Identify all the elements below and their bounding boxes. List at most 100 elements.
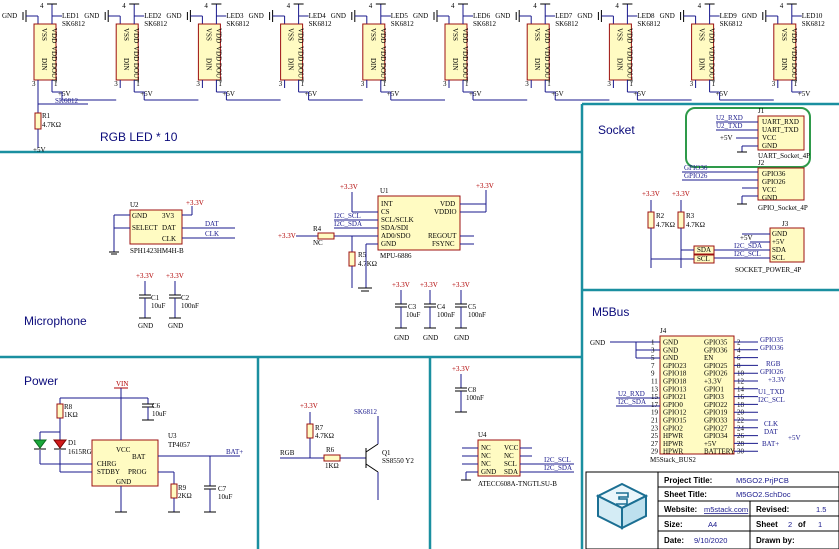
- led-vdd-label: VDD: [214, 28, 222, 43]
- j4-right-pin-5: +3.3V: [704, 378, 722, 386]
- u4-pin-7: NC: [504, 452, 514, 460]
- section-borders: [0, 102, 839, 549]
- led-5v-label: +5V: [633, 90, 646, 98]
- tb-sheet-label: Sheet Title:: [664, 490, 707, 499]
- r2-ref: R2: [656, 212, 665, 220]
- led-pin-1: 1: [136, 80, 140, 88]
- led-pin-3: 3: [690, 80, 694, 88]
- tb-total-value: 1: [818, 520, 822, 529]
- j4-left-pin-10: GPIO15: [663, 417, 687, 425]
- led-5v-label: +5V: [222, 90, 235, 98]
- section-title-microphone: Microphone: [24, 314, 87, 328]
- led-din-label: DIN: [287, 58, 295, 70]
- led-dout-label: VDD DOUT: [132, 46, 140, 83]
- led-pin-4: 4: [122, 2, 126, 10]
- c1-gnd: GND: [138, 322, 153, 330]
- j4-left-pin-8: GPIO0: [663, 401, 683, 409]
- led-pin-3: 3: [114, 80, 118, 88]
- j4-right-net-3: GPIO26: [760, 368, 784, 376]
- led-5v-label: +5V: [551, 90, 564, 98]
- led-ref: LED10: [802, 12, 823, 20]
- r8-value: 1KΩ: [64, 411, 78, 419]
- c4-value: 100nF: [437, 311, 455, 319]
- tb-project-value: M5GO2.PrjPCB: [736, 476, 789, 485]
- sk6812-net-label: SK6812: [55, 97, 78, 105]
- j2-gpio26-net: GPIO26: [684, 172, 708, 180]
- u1-ref: U1: [380, 187, 389, 195]
- u1-part: MPU-6886: [380, 252, 412, 260]
- j4-right-pin-10: GPIO33: [704, 417, 728, 425]
- led-din-label: DIN: [40, 58, 48, 70]
- j4-right-net-6: I2C_SCL: [758, 396, 785, 404]
- c5-value: 100nF: [468, 311, 486, 319]
- led-part: SK6812: [555, 20, 578, 28]
- j1-vcc-net: +5V: [720, 134, 733, 142]
- j4-right-net-1: GPIO36: [760, 344, 784, 352]
- section-title-m5bus: M5Bus: [592, 305, 629, 319]
- r7-supply: +3.3V: [300, 402, 318, 410]
- c5-supply: +3.3V: [452, 281, 470, 289]
- r2-supply: +3.3V: [642, 190, 660, 198]
- j1-ref: J1: [758, 107, 765, 115]
- led-vdd-label: VDD: [50, 28, 58, 43]
- j1-rxd-net: U2_RXD: [716, 114, 743, 122]
- c6-value: 10uF: [152, 410, 167, 418]
- led-pin-1: 1: [383, 80, 387, 88]
- j4-right-pin-14: BATTERY: [704, 448, 735, 456]
- u1-pin-regout: REGOUT: [428, 232, 457, 240]
- led-din-label: DIN: [122, 58, 130, 70]
- transistor-q1: +3.3V R7 4.7KΩ RGB R6 1KΩ SK6812 Q1 SS85…: [280, 402, 414, 500]
- led-gnd-label: GND: [660, 12, 675, 20]
- j4-left-num-9: 19: [651, 409, 659, 417]
- r4-value: NC: [313, 239, 323, 247]
- led-vdd-label: VDD: [543, 28, 551, 43]
- u2-pin-gnd: GND: [132, 212, 147, 220]
- u4-pin-4: GND: [481, 468, 496, 476]
- led-pin-3: 3: [443, 80, 447, 88]
- j4-right-pin-8: GPIO22: [704, 401, 728, 409]
- j1-pin-4: GND: [762, 142, 777, 150]
- j4-left-pin-4: GPIO18: [663, 370, 687, 378]
- led-ref: LED6: [473, 12, 491, 20]
- led-gnd-label: GND: [2, 12, 17, 20]
- u1-pin-vdd: VDD: [440, 200, 455, 208]
- led-vss-label: VSS: [40, 28, 48, 41]
- m5stack-logo-icon: [595, 482, 649, 530]
- crypto-u4: +3.3V C8 100nF U4 NC NC NC GND VCC NC SC…: [452, 365, 574, 488]
- led-part: SK6812: [720, 20, 743, 28]
- u2-pin-3v3: 3V3: [162, 212, 175, 220]
- led-ref: LED3: [226, 12, 244, 20]
- j4-left-num-10: 21: [651, 417, 659, 425]
- c3-value: 10uF: [406, 311, 421, 319]
- led-pin-4: 4: [40, 2, 44, 10]
- c8-supply: +3.3V: [452, 365, 470, 373]
- tb-sheetno-value: 2: [788, 520, 792, 529]
- led-5v-label: +5V: [387, 90, 400, 98]
- j4-rxd-net: U2_RXD: [618, 390, 645, 398]
- j4-left-pin-14: HPWR: [663, 448, 684, 456]
- led-gnd-label: GND: [166, 12, 181, 20]
- u3-pin-gnd: GND: [116, 478, 131, 486]
- u1-sda-net: I2C_SDA: [334, 220, 362, 228]
- led-part: SK6812: [802, 20, 825, 28]
- section-title-power: Power: [24, 374, 58, 388]
- led-pin-3: 3: [196, 80, 200, 88]
- j4-left-num-3: 7: [651, 362, 655, 370]
- led-pin-3: 3: [607, 80, 611, 88]
- j4-left-num-13: 27: [651, 440, 659, 448]
- u4-pin-3: NC: [481, 460, 491, 468]
- led-dout-label: VDD DOUT: [790, 46, 798, 83]
- led-gnd-label: GND: [577, 12, 592, 20]
- led-pin-4: 4: [698, 2, 702, 10]
- led-pin-1: 1: [218, 80, 222, 88]
- j4-left-pin-12: HPWR: [663, 432, 684, 440]
- j1-pin-3: VCC: [762, 134, 777, 142]
- u4-pin-5: SDA: [504, 468, 518, 476]
- m5bus-j4: J4 M5Stack_BUS2 GND U2_RXD I2C_SDA GND1G…: [590, 327, 801, 464]
- u4-pin-1: NC: [481, 444, 491, 452]
